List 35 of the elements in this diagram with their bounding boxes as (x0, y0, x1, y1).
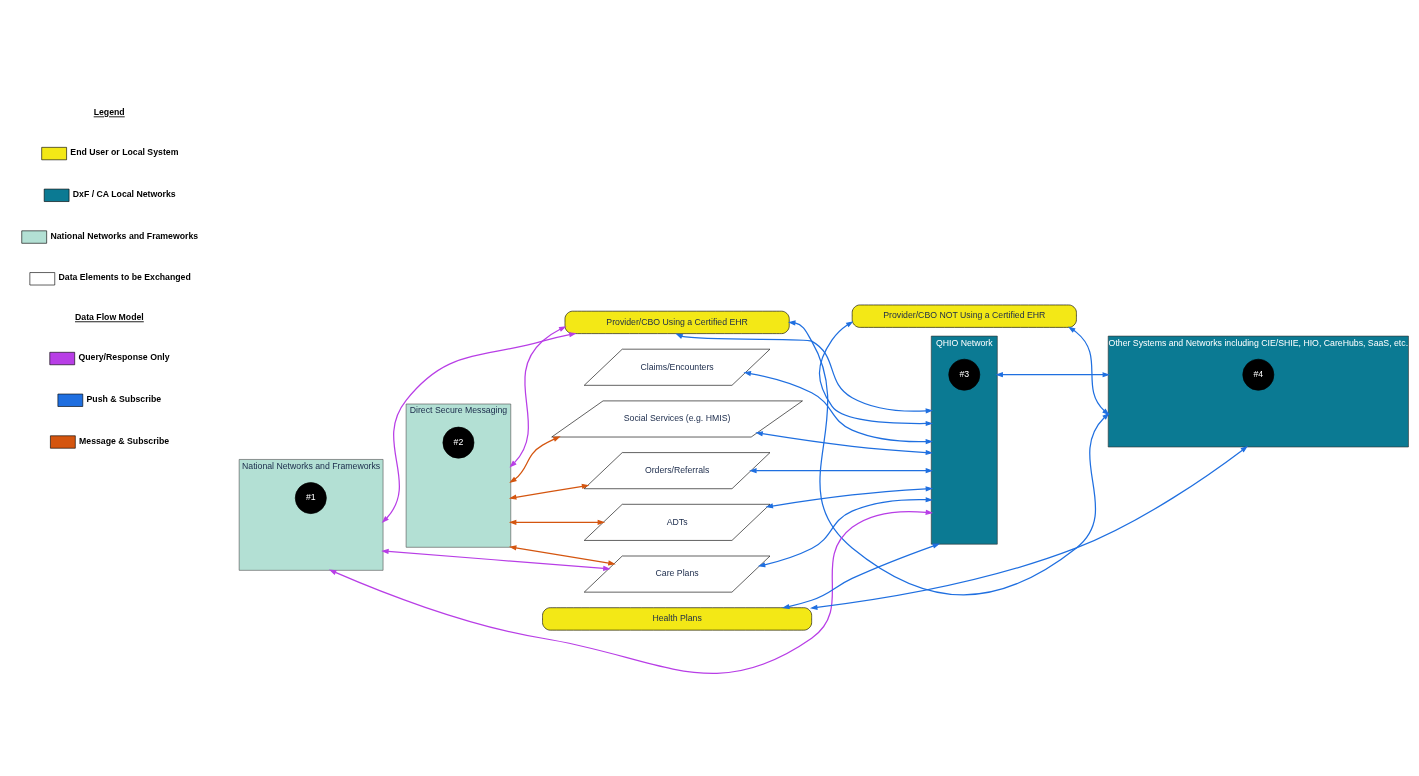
node-circle: #3 (948, 358, 981, 391)
arrow (1067, 326, 1110, 420)
label: Data Flow Model (75, 312, 144, 323)
arrow (818, 321, 934, 427)
node-box: Health Plans (542, 607, 812, 631)
arrow (328, 509, 934, 674)
arrow (508, 483, 590, 500)
arrow (749, 468, 934, 474)
arrow (381, 548, 611, 571)
arrow (757, 497, 934, 568)
legend-label: End User or Local System (70, 147, 179, 158)
legend-label: National Networks and Frameworks (50, 230, 199, 241)
arrow (809, 445, 1249, 610)
legend-label: Message & Subscribe (79, 435, 170, 446)
legend-label: Push & Subscribe (86, 393, 162, 404)
legend-label: Data Elements to be Exchanged (58, 272, 191, 283)
arrow (381, 332, 577, 524)
node-box: Provider/CBO Using a Certified EHR (564, 310, 790, 334)
node-circle: #4 (1242, 358, 1275, 391)
node-circle: #1 (294, 482, 327, 514)
arrow (765, 486, 934, 509)
arrow (508, 545, 616, 566)
legend-label: Query/Response Only (78, 352, 170, 363)
arrow (755, 431, 934, 456)
node-box: Provider/CBO NOT Using a Certified EHR (851, 304, 1077, 328)
node-circle: #2 (442, 426, 475, 459)
arrow (787, 320, 1110, 596)
arrow (743, 371, 934, 445)
legend-label: DxF / CA Local Networks (72, 189, 176, 199)
arrow (508, 519, 606, 525)
arrow (509, 326, 567, 468)
arrow (675, 333, 934, 414)
arrow (509, 436, 561, 483)
arrow (995, 372, 1111, 378)
label: Legend (93, 107, 125, 118)
